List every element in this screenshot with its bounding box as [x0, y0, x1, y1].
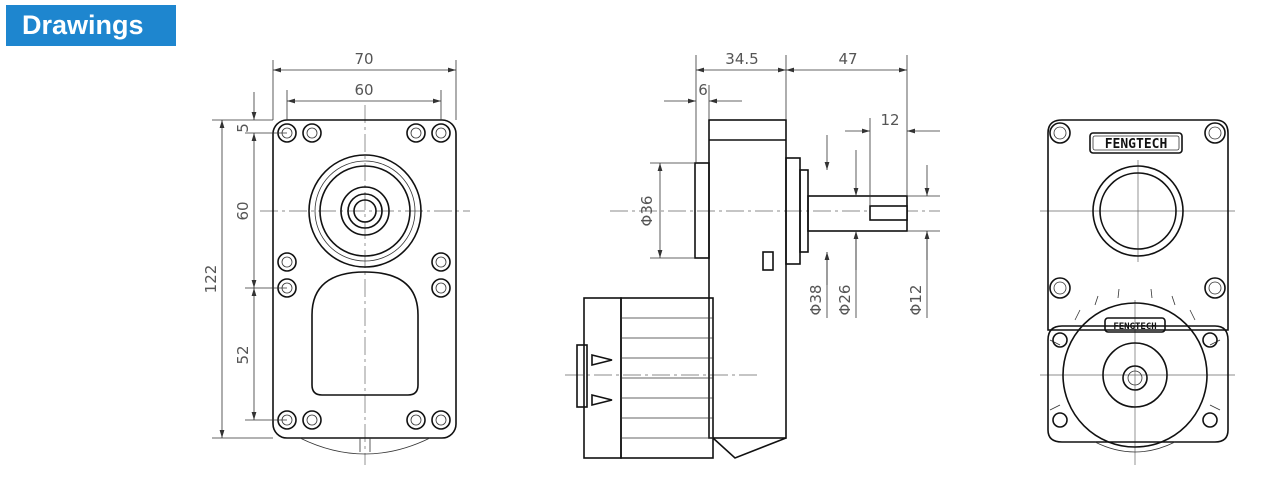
dim-key-length: 12 — [880, 111, 899, 129]
side-view: 34.5 47 6 12 Φ36 Φ38 Φ26 Φ12 — [565, 50, 940, 459]
dim-upper-height: 60 — [234, 201, 252, 220]
screw-icon — [277, 123, 451, 430]
dim-flange-step: 6 — [698, 81, 708, 99]
dim-hub-dia: Φ26 — [836, 285, 854, 316]
dim-shaft-dia: Φ12 — [907, 285, 925, 316]
dim-total-height: 122 — [202, 265, 220, 294]
section-title: Drawings — [6, 5, 176, 46]
brand-label-motor: FENGTECH — [1113, 322, 1156, 332]
dim-lower-height: 52 — [234, 345, 252, 364]
dim-boss-dia: Φ38 — [807, 285, 825, 316]
dim-shaft-length: 47 — [838, 50, 857, 68]
dim-pilot-dia: Φ36 — [638, 196, 656, 227]
cooling-fins — [1049, 288, 1221, 411]
dim-width-inner: 60 — [354, 81, 373, 99]
dim-top-offset: 5 — [234, 123, 252, 133]
brand-label-top: FENGTECH — [1105, 137, 1168, 152]
dim-housing-depth: 34.5 — [725, 50, 758, 68]
back-view: FENGTECH FENGTECH — [1040, 119, 1235, 465]
front-view: 70 60 122 60 52 5 — [202, 50, 470, 465]
dim-width-outer: 70 — [354, 50, 373, 68]
